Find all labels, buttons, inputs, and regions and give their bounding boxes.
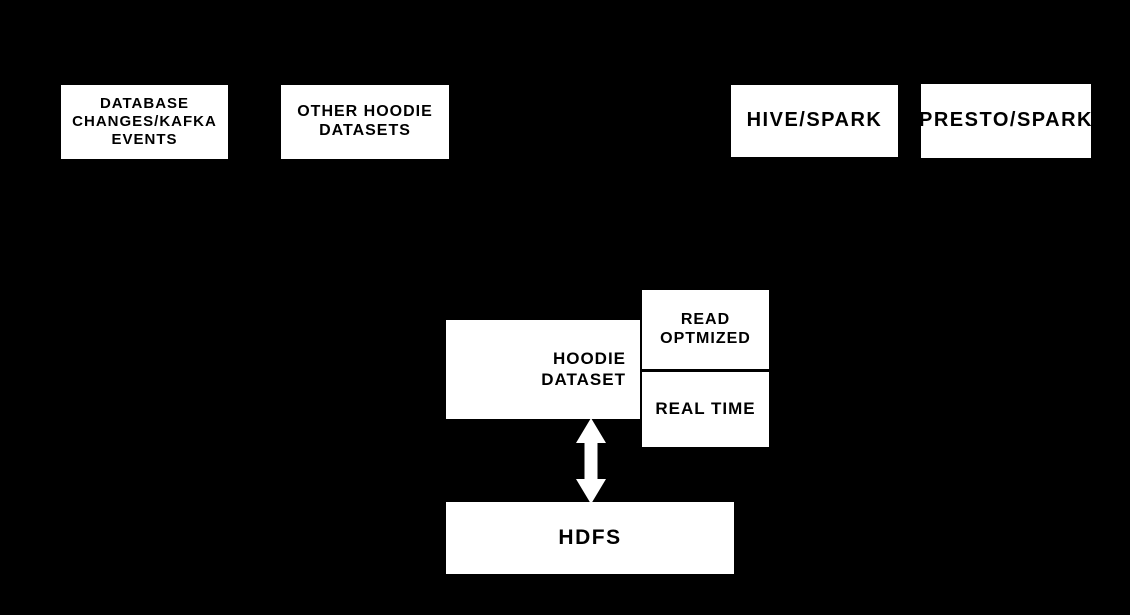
node-database-changes-kafka-events: DATABASE CHANGES/KAFKA EVENTS — [61, 85, 228, 159]
node-other-hoodie-datasets: OTHER HOODIE DATASETS — [281, 85, 449, 159]
node-presto-spark: PRESTO/SPARK — [919, 84, 1091, 158]
node-real-time-view: REAL TIME — [642, 372, 769, 447]
node-read-optmized-view: READ OPTMIZED — [642, 290, 769, 369]
double-arrow-icon — [576, 418, 606, 504]
node-hoodie-dataset: HOODIE DATASET — [446, 320, 640, 419]
node-hive-spark: HIVE/SPARK — [731, 85, 898, 157]
node-hdfs: HDFS — [446, 502, 734, 574]
